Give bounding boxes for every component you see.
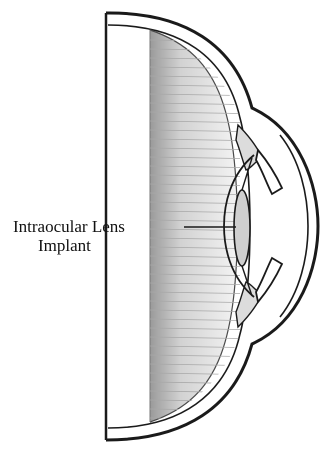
intraocular-lens-implant	[234, 190, 250, 266]
callout-label-line-1: Intraocular Lens	[13, 218, 125, 236]
iris-upper	[256, 150, 282, 194]
callout-label-line-2: Implant	[38, 237, 91, 255]
iris-lower	[256, 258, 282, 302]
